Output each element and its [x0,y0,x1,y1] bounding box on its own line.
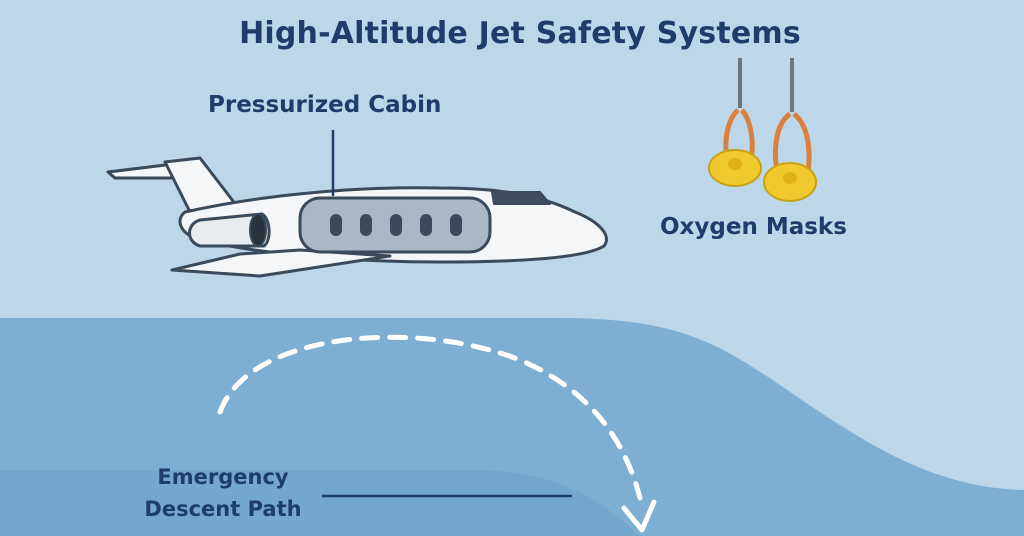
jet-cockpit-window [491,191,551,205]
cabin-window [450,214,462,236]
mask-valve [783,172,797,184]
descent-band-shade [0,470,640,536]
jet-icon [106,156,608,278]
descent-label-line-2: Descent Path [144,496,302,521]
jet-wing [170,248,392,278]
cabin-window [360,214,372,236]
cabin-window [390,214,402,236]
oxygen-mask-icon [708,58,817,202]
descent-label-line-1: Emergency [157,465,289,489]
oxygen-masks-label: Oxygen Masks [660,214,847,240]
mask-valve [728,158,742,170]
jet-engine-intake [249,213,267,247]
descent-arrow-icon [217,334,643,501]
emergency-descent-label: Emergency Descent Path [118,462,328,525]
jet-engine [188,212,271,248]
pressurized-cabin-label: Pressurized Cabin [208,92,442,118]
diagram-title: High-Altitude Jet Safety Systems [239,16,801,51]
descent-arrowhead [621,499,657,533]
cabin-window [420,214,432,236]
cabin-window [330,214,342,236]
